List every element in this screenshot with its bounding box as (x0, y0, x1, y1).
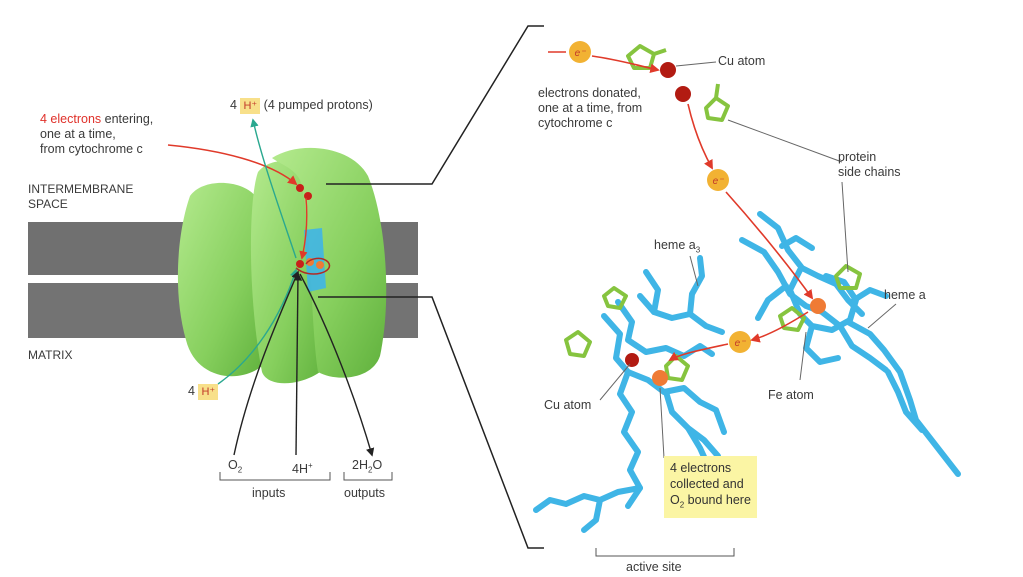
four-h-input-arrow (293, 272, 303, 456)
electron-path-arrow-5 (750, 311, 809, 343)
electron-2: e⁻ (707, 169, 729, 191)
zoom-line-bottom (318, 296, 544, 549)
matrix-hplus-badge: H⁺ (198, 384, 219, 400)
electron-path-arrow-3 (687, 103, 713, 170)
electrons-entering-rest: entering, (101, 112, 154, 126)
heme-a3-text: heme a (654, 238, 696, 252)
collected-line3-pre: O (670, 493, 680, 507)
pumped-protons-count: 4 (230, 98, 237, 112)
electrons-entering-label: 4 electrons entering, one at a time, fro… (40, 112, 153, 157)
heme-a3-structure (533, 255, 727, 533)
protein-side-chains-line2: side chains (838, 165, 901, 179)
electrons-donated-line2: one at a time, from (538, 101, 643, 115)
electrons-donated-line1: electrons donated, (538, 86, 641, 100)
matrix-protons-count: 4 (188, 384, 195, 398)
electron-1: e⁻ (569, 41, 591, 63)
o2-input-arrow (233, 270, 300, 456)
matrix-protons-label: 4 H⁺ (188, 384, 219, 400)
heme-a-structure (739, 211, 961, 477)
svg-text:e⁻: e⁻ (735, 338, 747, 349)
pumped-proton-arrow (250, 118, 297, 259)
protein-side-chains-line1: protein (838, 150, 877, 164)
svg-text:e⁻: e⁻ (575, 48, 587, 59)
heme-a3-subscript: 3 (695, 245, 701, 255)
four-h-text: 4H (292, 462, 308, 477)
protein-side-chains-label: protein side chains (838, 150, 901, 180)
fe-atom-label: Fe atom (768, 388, 814, 402)
bracket-outputs (343, 472, 393, 481)
water-label: 2H2O (352, 458, 382, 478)
pumped-protons-text: (4 pumped protons) (263, 98, 373, 112)
water-text-pre: 2H (352, 458, 368, 472)
active-site-label: active site (626, 560, 682, 574)
electron-3: e⁻ (729, 331, 751, 353)
water-subscript: 2 (367, 465, 373, 475)
intermembrane-line1: INTERMEMBRANE (28, 182, 134, 196)
o2-label: O2 (228, 458, 242, 478)
heme-a3-label: heme a3 (654, 238, 700, 258)
electrons-donated-line3: cytochrome c (538, 116, 613, 130)
fe-atom-heme-a (810, 298, 826, 314)
collected-line1: 4 electrons (670, 461, 732, 475)
collected-line2: collected and (670, 477, 744, 491)
cu-atom-top-label: Cu atom (718, 54, 766, 68)
electrons-entering-highlight: 4 electrons (40, 112, 102, 126)
fe-atom-heme-a3 (652, 370, 668, 386)
electrons-donated-label: electrons donated, one at a time, from c… (538, 86, 642, 131)
matrix-proton-arrow (217, 268, 298, 385)
water-text-post: O (372, 458, 383, 472)
inputs-label: inputs (252, 486, 286, 500)
electrons-entering-line2: one at a time, (40, 127, 116, 141)
cu-atom-top-2 (675, 86, 691, 102)
zoom-line-top (326, 25, 544, 185)
o2-text: O (228, 458, 238, 472)
left-metal-centers (295, 184, 331, 275)
pumped-protons-label: 4 H⁺ (4 pumped protons) (230, 98, 373, 114)
water-output-arrow (299, 273, 375, 457)
o2-subscript: 2 (237, 465, 243, 475)
electron-path-arrow-6 (668, 343, 729, 361)
four-h-superscript: + (307, 461, 313, 470)
collected-line3-subscript: 2 (679, 500, 685, 510)
electron-entry-arrow (167, 144, 298, 186)
outputs-label: outputs (344, 486, 386, 500)
collected-line3-post: bound here (684, 493, 751, 507)
matrix-label: MATRIX (28, 348, 73, 362)
leader-lines (599, 61, 897, 459)
cu-atom-bottom-label: Cu atom (544, 398, 592, 412)
active-site-note: 4 electrons collected and O2 bound here (664, 456, 757, 518)
four-h-label: 4H+ (292, 458, 313, 477)
bracket-inputs (219, 472, 331, 481)
intermembrane-space-label: INTERMEMBRANE SPACE (28, 182, 133, 212)
cu-atom-active-site (625, 353, 639, 367)
intermembrane-line2: SPACE (28, 197, 68, 211)
electron-path-arrow-2 (591, 55, 660, 74)
protein-complex (177, 147, 387, 384)
cu-atom-top-1 (660, 62, 676, 78)
bracket-active-site (595, 548, 735, 557)
electron-path-arrow-4 (725, 191, 814, 300)
internal-electron-arrow (299, 197, 308, 260)
heme-a-label: heme a (884, 288, 926, 302)
electrons-entering-line3: from cytochrome c (40, 142, 143, 156)
pumped-hplus-badge: H⁺ (240, 98, 261, 114)
svg-text:e⁻: e⁻ (713, 176, 725, 187)
